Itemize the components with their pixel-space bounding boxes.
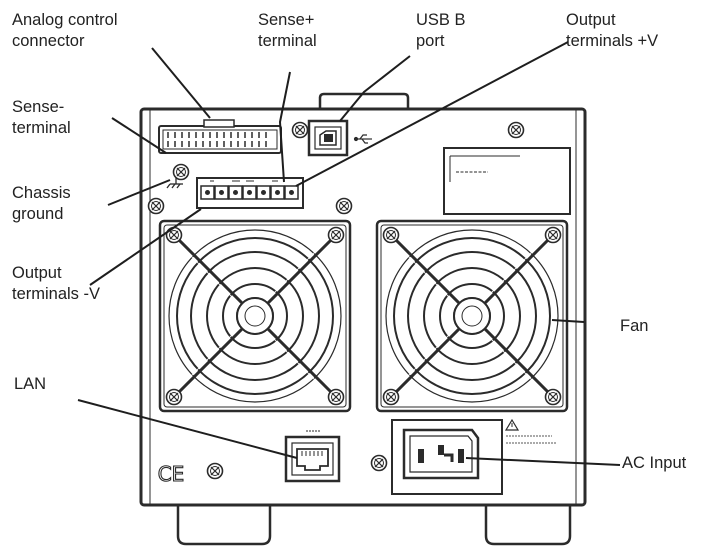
panel-screw-icon [293,123,308,138]
usb-b-port [309,121,347,155]
fan-left [160,221,350,411]
ac-input-socket [392,420,502,494]
fan-right [377,221,567,411]
feet [178,505,570,544]
output-terminal-block [197,178,303,208]
lan-port [286,431,339,481]
chassis-ground-screw-icon [174,165,189,180]
panel-screw-icon [208,464,223,479]
panel-screw-icon [509,123,524,138]
panel-screw-icon [149,199,164,214]
ce-mark-icon: CE [156,462,186,486]
panel-screw-icon [337,199,352,214]
svg-text:CE: CE [158,462,185,486]
rating-label [444,148,570,214]
panel-screw-icon [372,456,387,471]
